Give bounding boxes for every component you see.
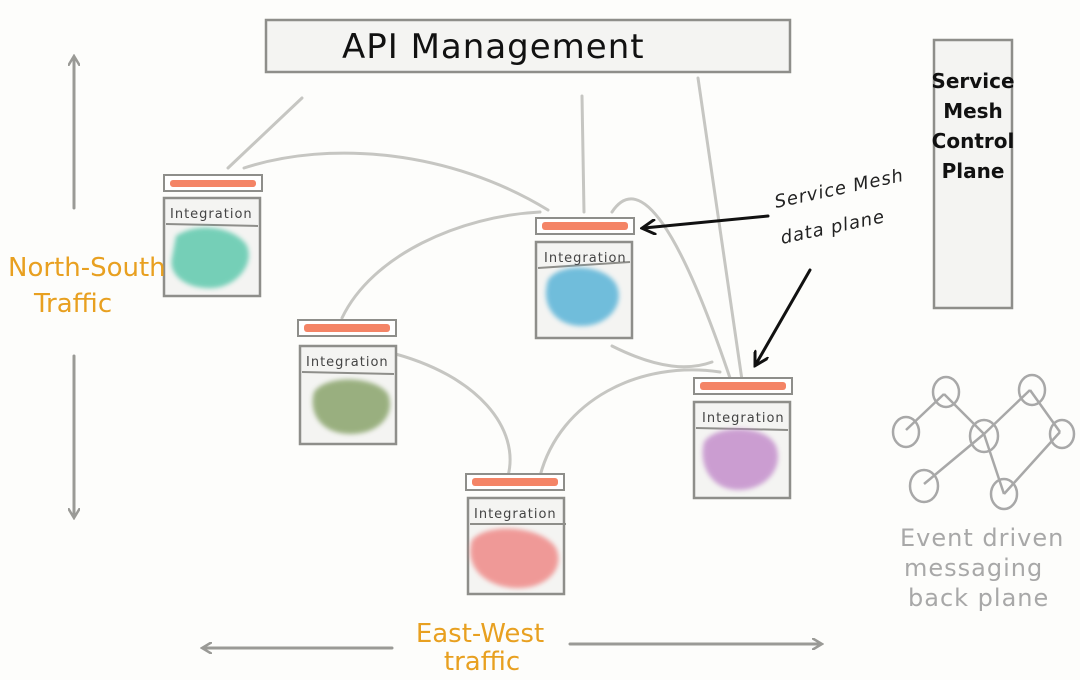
north-south-line-2: Traffic	[33, 289, 112, 319]
wire-api-to-blue	[580, 94, 586, 214]
event-network-icon	[891, 373, 1076, 511]
integration-olive: Integration	[297, 319, 398, 446]
wire-api-to-teal	[226, 96, 304, 170]
integration-label: Integration	[306, 355, 389, 370]
integration-label: Integration	[170, 207, 253, 222]
control-plane-line-2: Mesh	[943, 99, 1003, 123]
control-plane-line-1: Service	[931, 69, 1014, 93]
event-line-2: messaging	[904, 554, 1043, 582]
east-west-line-1: East-West	[416, 619, 544, 649]
wire-blue-to-purple-lower	[610, 344, 714, 369]
control-plane-line-3: Control	[932, 129, 1015, 153]
integration-label: Integration	[544, 251, 627, 266]
integration-label: Integration	[702, 411, 785, 426]
sidecar-fill	[700, 382, 786, 390]
integration-label: Integration	[474, 507, 557, 522]
wire-olive-to-pink	[386, 350, 512, 478]
data-plane-line-2: data plane	[779, 206, 887, 249]
data-plane-annotation: Service Mesh data plane	[644, 165, 906, 364]
integration-blue: Integration	[534, 217, 635, 340]
data-plane-arrow-upper	[644, 214, 770, 228]
integration-purple: Integration	[692, 377, 793, 500]
event-line-3: back plane	[908, 584, 1049, 612]
data-plane-arrow-lower	[756, 268, 812, 364]
integration-blob	[312, 379, 391, 434]
wire-olive-to-blue	[340, 210, 542, 320]
integration-blob	[470, 528, 559, 589]
wire-pink-to-purple	[538, 368, 722, 478]
sidecar-fill	[472, 478, 558, 486]
sidecar-fill	[304, 324, 390, 332]
wire-teal-to-blue	[242, 151, 550, 212]
data-plane-line-1: Service Mesh	[773, 165, 906, 213]
north-south-line-1: North-South	[8, 253, 166, 283]
api-management-label: API Management	[342, 27, 645, 67]
integration-pink: Integration	[465, 473, 566, 596]
event-backplane: Event driven messaging back plane	[891, 373, 1076, 612]
north-south-traffic: North-South Traffic	[8, 60, 166, 514]
wire-api-to-purple	[696, 76, 744, 382]
api-management-block: API Management	[264, 18, 792, 74]
integration-blob	[171, 227, 249, 289]
connector-lines	[226, 76, 744, 478]
integration-blob	[545, 267, 619, 326]
integration-teal: Integration	[162, 174, 263, 298]
sidecar-fill	[542, 222, 628, 230]
sidecar-fill	[170, 180, 256, 187]
control-plane-block: Service Mesh Control Plane	[931, 38, 1015, 310]
wire-blue-to-purple	[610, 197, 732, 380]
integration-blob	[702, 428, 778, 490]
east-west-line-2: traffic	[444, 647, 520, 677]
event-line-1: Event driven	[900, 524, 1064, 552]
control-plane-line-4: Plane	[942, 159, 1005, 183]
east-west-traffic: East-West traffic	[206, 619, 818, 677]
